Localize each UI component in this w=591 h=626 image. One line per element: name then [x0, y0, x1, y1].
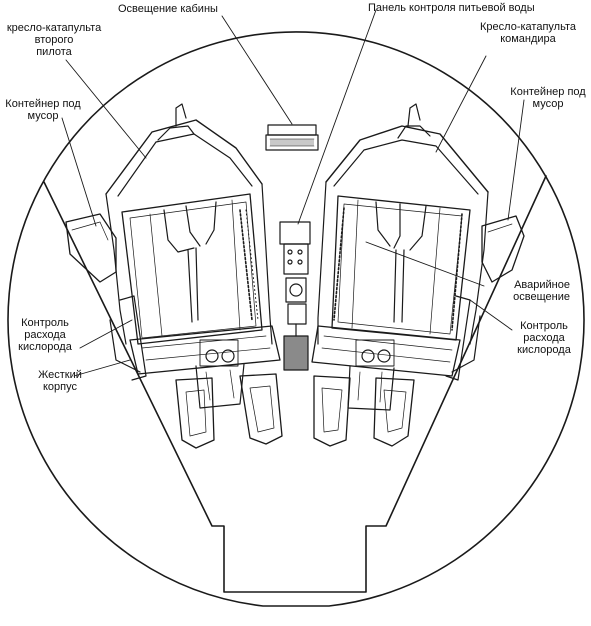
leader-oxygen-right: [469, 299, 513, 331]
label-hard-shell: Жесткий корпус: [38, 369, 82, 393]
leader-cabin-lighting: [221, 15, 293, 125]
leader-waste-right: [507, 99, 525, 221]
waste-container-right: [481, 215, 525, 283]
pressure-hull-outline: [7, 31, 585, 607]
label-oxygen-left: Контроль расхода кислорода: [18, 317, 72, 353]
label-cabin-lighting: Освещение кабины: [118, 3, 218, 15]
copilot-ejection-seat: [105, 103, 283, 449]
leader-oxygen-left: [79, 319, 133, 349]
leader-emergency-light: [365, 241, 485, 287]
commander-ejection-seat: [311, 103, 489, 447]
leader-copilot-seat: [65, 59, 147, 159]
center-console: [279, 221, 311, 371]
label-commander-seat: Кресло-катапульта командира: [480, 21, 576, 45]
leader-hard-shell: [73, 359, 131, 377]
label-copilot-seat: кресло-катапульта второго пилота: [6, 22, 102, 58]
label-emergency-light: Аварийное освещение: [513, 279, 570, 303]
label-waste-right: Контейнер под мусор: [510, 86, 586, 110]
leader-waste-left: [61, 117, 97, 227]
leader-water-panel: [297, 9, 377, 225]
label-waste-left: Контейнер под мусор: [5, 98, 81, 122]
cabin-light-fixture: [265, 124, 319, 151]
label-oxygen-right: Контроль расхода кислорода: [517, 320, 571, 356]
waste-container-left: [65, 213, 117, 283]
hard-shell-outline: [43, 175, 547, 593]
leader-lines: [61, 9, 525, 377]
leader-commander-seat: [435, 55, 487, 153]
label-water-panel: Панель контроля питьевой воды: [368, 2, 535, 14]
